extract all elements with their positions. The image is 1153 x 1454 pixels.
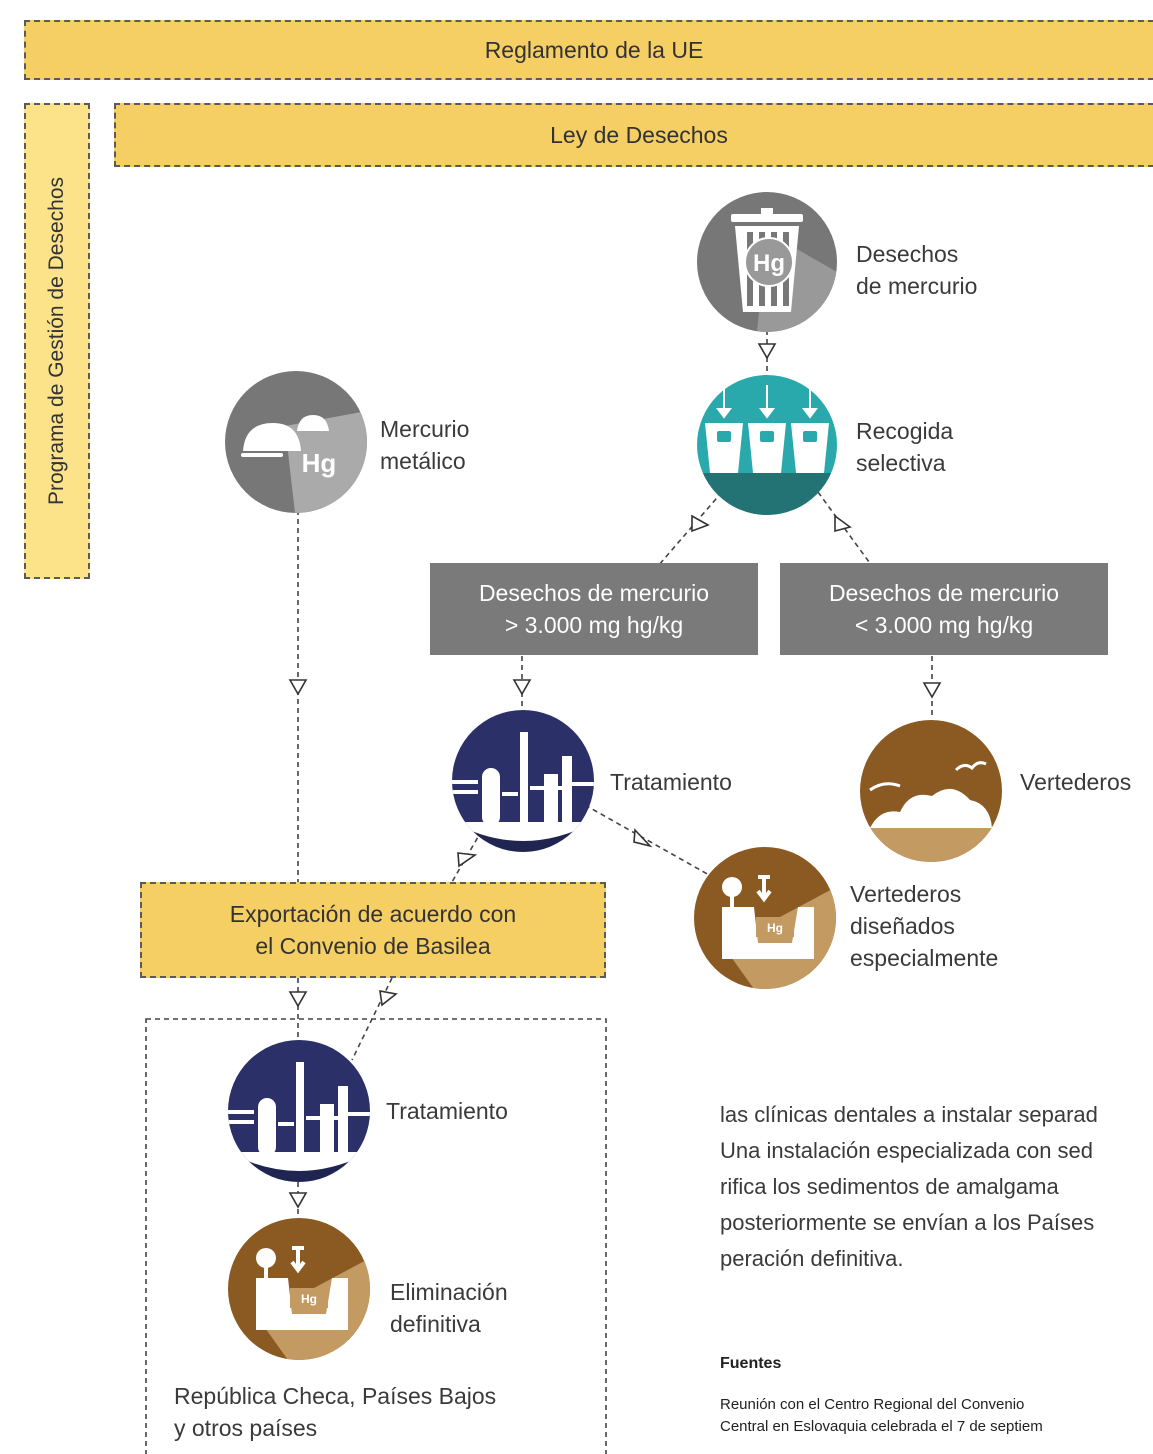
- arrow-head: [288, 679, 308, 696]
- arrow-head: [922, 682, 942, 699]
- treatment-label-2: Tratamiento: [386, 1098, 508, 1124]
- arrow-head: [288, 991, 308, 1008]
- recycling-bins-icon: [697, 375, 837, 515]
- arrow-head: [288, 1192, 308, 1209]
- arrow-head: [512, 679, 532, 696]
- arrow-head: [457, 852, 478, 868]
- waste-program-band: Programa de Gestión de Desechos: [24, 103, 90, 579]
- svg-text:Hg: Hg: [767, 921, 783, 935]
- destination-countries-frame: [145, 1018, 607, 1454]
- mercury-waste-bin-icon: Hg: [697, 192, 837, 332]
- selective-collection-label: Recogida selectiva: [856, 418, 954, 476]
- landfill-icon: [860, 720, 1002, 862]
- special-landfills-label: Vertederos diseñados especialmente: [850, 881, 999, 971]
- body-line: las clínicas dentales a instalar separad: [720, 1102, 1098, 1127]
- arrow-head: [834, 514, 852, 533]
- waste-law-label: Ley de Desechos: [550, 121, 728, 148]
- body-line: peración definitiva.: [720, 1246, 904, 1271]
- basel-export-box: Exportación de acuerdo con el Convenio d…: [140, 882, 606, 978]
- arrow-head: [379, 990, 398, 1007]
- waste-above-threshold-box: Desechos de mercurio > 3.000 mg hg/kg: [430, 563, 758, 655]
- eu-regulation-band: Reglamento de la UE: [24, 20, 1153, 80]
- final-disposal-icon: Hg: [228, 1218, 370, 1360]
- treatment-plant-icon: [452, 710, 594, 852]
- destination-countries-label: República Checa, Países Bajos y otros pa…: [174, 1383, 497, 1441]
- eu-regulation-label: Reglamento de la UE: [484, 36, 704, 63]
- arrow-head: [633, 828, 653, 848]
- svg-text:Hg: Hg: [753, 250, 785, 277]
- metallic-mercury-label: Mercurio metálico: [380, 416, 470, 474]
- svg-text:Hg: Hg: [302, 448, 337, 478]
- arrow-head: [757, 343, 777, 360]
- body-line: posteriormente se envían a los Países: [720, 1210, 1095, 1235]
- body-paragraph: las clínicas dentales a instalar separad…: [720, 1097, 1153, 1277]
- body-line: rifica los sedimentos de amalgama: [720, 1174, 1059, 1199]
- sources-text: Reunión con el Centro Regional del Conve…: [720, 1396, 1043, 1435]
- sources-heading: Fuentes: [720, 1355, 782, 1372]
- body-line: Una instalación especializada con sed: [720, 1138, 1094, 1163]
- metallic-mercury-droplets-icon: Hg: [225, 371, 367, 513]
- waste-law-band: Ley de Desechos: [114, 103, 1153, 167]
- waste-below-threshold-box: Desechos de mercurio < 3.000 mg hg/kg: [780, 563, 1108, 655]
- treatment-label-1: Tratamiento: [610, 769, 732, 795]
- final-disposal-label: Eliminación definitiva: [390, 1279, 508, 1337]
- treatment-plant-icon-2: [228, 1040, 370, 1182]
- engineered-landfill-icon: Hg: [694, 847, 836, 989]
- svg-text:Hg: Hg: [301, 1292, 317, 1306]
- landfills-label: Vertederos: [1020, 769, 1132, 795]
- arrow-head: [691, 514, 710, 533]
- mercury-waste-label: Desechos de mercurio: [856, 241, 978, 299]
